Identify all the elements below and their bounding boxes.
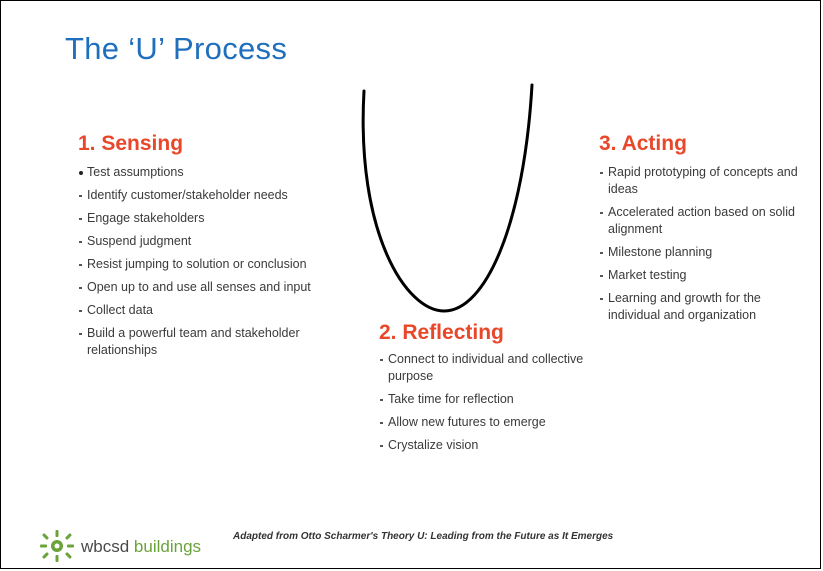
list-item: Resist jumping to solution or conclusion <box>78 256 323 273</box>
sensing-heading: 1. Sensing <box>78 132 184 155</box>
u-curve-icon <box>361 83 534 313</box>
list-item: Engage stakeholders <box>78 210 323 227</box>
list-item: Allow new futures to emerge <box>379 414 609 431</box>
list-item: Market testing <box>599 267 799 284</box>
list-item: Build a powerful team and stakeholder re… <box>78 325 323 359</box>
source-credit: Adapted from Otto Scharmer's Theory U: L… <box>233 531 614 542</box>
acting-heading: 3. Acting <box>599 132 687 155</box>
acting-list: Rapid prototyping of concepts and ideas … <box>599 164 799 324</box>
sensing-column: 1. Sensing Test assumptions Identify cus… <box>78 132 323 365</box>
list-item: Test assumptions <box>78 164 323 181</box>
list-item: Suspend judgment <box>78 233 323 250</box>
logo-wordmark: wbcsd buildings <box>81 537 201 557</box>
acting-column: 3. Acting Rapid prototyping of concepts … <box>599 132 799 330</box>
list-item: Crystalize vision <box>379 437 609 454</box>
logo-word-buildings: buildings <box>133 537 202 556</box>
logo-word-wbcsd: wbcsd <box>81 537 130 556</box>
reflecting-column: 2. Reflecting Connect to individual and … <box>379 321 609 460</box>
wbcsd-logo-icon <box>40 530 74 562</box>
list-item: Identify customer/stakeholder needs <box>78 187 323 204</box>
reflecting-list: Connect to individual and collective pur… <box>379 351 609 454</box>
list-item: Collect data <box>78 302 323 319</box>
reflecting-heading: 2. Reflecting <box>379 321 504 344</box>
list-item: Connect to individual and collective pur… <box>379 351 609 385</box>
wbcsd-logo: wbcsd buildings <box>37 529 257 563</box>
list-item: Open up to and use all senses and input <box>78 279 323 296</box>
list-item: Milestone planning <box>599 244 799 261</box>
sensing-list: Test assumptions Identify customer/stake… <box>78 164 323 359</box>
list-item: Take time for reflection <box>379 391 609 408</box>
list-item: Rapid prototyping of concepts and ideas <box>599 164 799 198</box>
list-item: Accelerated action based on solid alignm… <box>599 204 799 238</box>
slide-title: The ‘U’ Process <box>65 31 288 66</box>
list-item: Learning and growth for the individual a… <box>599 290 799 324</box>
